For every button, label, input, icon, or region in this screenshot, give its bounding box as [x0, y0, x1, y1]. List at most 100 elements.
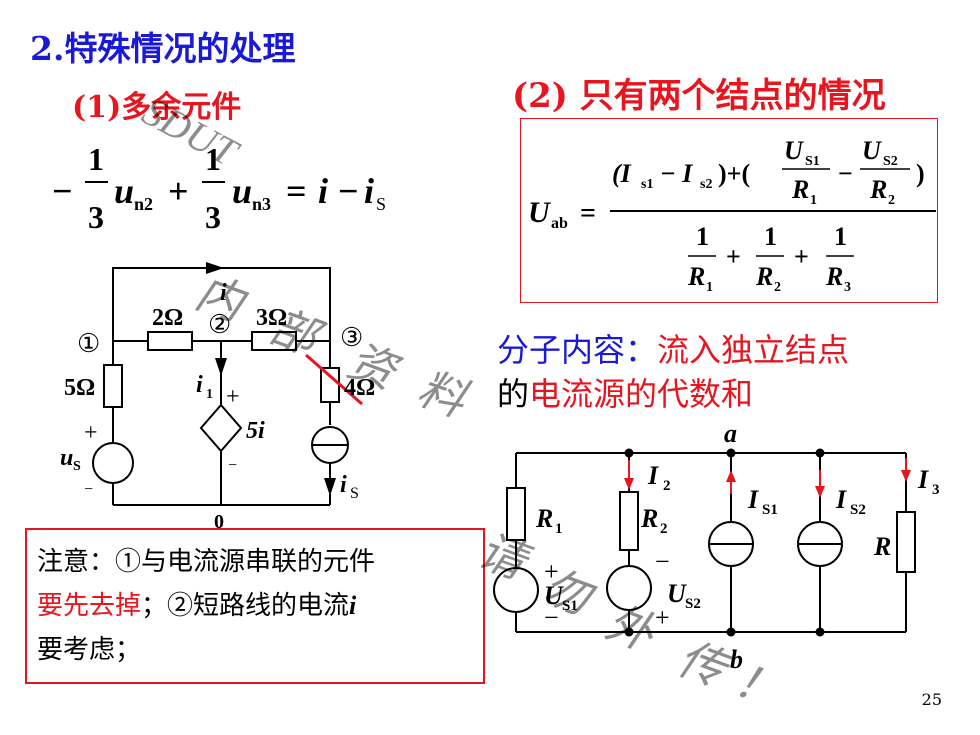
f-r2: R	[869, 175, 887, 204]
eq-minus: −	[52, 171, 73, 211]
label-i1-sub: 1	[206, 387, 213, 402]
arrow-is	[324, 478, 336, 496]
formula-box	[520, 118, 938, 303]
desc-part4: 电流源的代数和	[529, 375, 754, 413]
f-den-plus-2: +	[794, 242, 809, 271]
label-us-sub: S	[73, 459, 81, 474]
eq-u1: u	[114, 171, 134, 211]
node-a: a	[724, 419, 737, 448]
eq-equals: =	[286, 171, 307, 211]
label-IS1: I	[747, 485, 759, 514]
label-US1: U	[544, 581, 564, 610]
eq-rhs-is: i	[364, 171, 374, 211]
f-num-right: )+(	[718, 159, 750, 188]
label-I2: I	[647, 461, 659, 490]
eq-num1: 1	[88, 141, 104, 177]
resistor-4ohm	[320, 367, 340, 403]
resistor-2ohm	[147, 331, 193, 351]
formula-uab: U ab = (I s1 − I s2 )+( U S1 R 1 − U S2 …	[528, 136, 936, 295]
label-R2: R	[640, 504, 658, 533]
us1-plus: +	[544, 557, 559, 586]
f-den-plus-1: +	[726, 242, 741, 271]
us2-minus: −	[655, 547, 670, 576]
label-R3: R	[873, 532, 891, 561]
eq-rhs-minus: −	[338, 171, 359, 211]
arrow-i-top	[206, 262, 224, 274]
label-US2-sub: S2	[685, 596, 701, 612]
circuit-right	[493, 452, 916, 633]
f-us2-sub: S2	[883, 154, 898, 169]
label-i-top: i	[220, 280, 227, 306]
label-R2-sub: 2	[660, 521, 668, 537]
f-dr2-sub: 2	[774, 280, 781, 295]
slide-title: 2.特殊情况的处理	[30, 29, 296, 68]
node-2: ②	[208, 310, 231, 339]
arrow-i1	[215, 358, 227, 376]
label-is-sub: S	[350, 485, 359, 502]
label-IS2: I	[835, 485, 847, 514]
label-R1-sub: 1	[555, 521, 563, 537]
label-I2-sub: 2	[663, 478, 671, 494]
label-ground: 0	[214, 511, 224, 533]
node-1: ①	[77, 329, 100, 358]
circuit-right-dots	[624, 448, 825, 637]
label-is: i	[340, 472, 347, 498]
dependent-source	[199, 403, 243, 453]
f-uab: U	[528, 196, 551, 229]
label-us: u	[60, 445, 73, 471]
us1-minus: −	[544, 603, 559, 632]
label-i1: i	[196, 372, 203, 398]
f-close: )	[916, 159, 925, 188]
f-r1-sub: 1	[810, 193, 817, 208]
eq-u1-sub: n2	[134, 194, 153, 214]
eq-rhs-i: i	[318, 171, 328, 211]
dep-minus: −	[228, 457, 237, 474]
label-R1: R	[535, 504, 553, 533]
dep-plus: +	[226, 384, 240, 410]
label-IS1-sub: S1	[762, 502, 778, 518]
resistor-5ohm	[103, 364, 123, 408]
f-num-left: (I	[612, 159, 632, 188]
note-line2-black: ；②短路线的电流	[141, 591, 350, 621]
subtitle-two-node: (2) 只有两个结点的情况	[512, 76, 886, 116]
eq-u2: u	[232, 171, 252, 211]
node-3: ③	[340, 323, 363, 352]
f-dr3: R	[825, 262, 843, 291]
f-den-one-2: 1	[764, 222, 777, 251]
label-IS2-sub: S2	[850, 502, 866, 518]
label-2ohm: 2Ω	[152, 305, 183, 331]
f-num-s1: s1	[641, 177, 653, 192]
f-num-s2: s2	[700, 177, 712, 192]
node-b: b	[730, 645, 743, 674]
us-plus: +	[84, 420, 98, 446]
numerator-description: 分子内容：流入独立结点 的电流源的代数和	[497, 328, 967, 416]
eq-plus: +	[168, 171, 189, 211]
circuit-right-arrows	[624, 458, 911, 498]
note-line2-red: 要先去掉	[37, 591, 142, 621]
f-mid-minus: −	[838, 159, 853, 188]
label-I3: I	[917, 465, 929, 494]
eq-rhs-is-sub: S	[376, 194, 386, 214]
f-dr1-sub: 1	[706, 280, 713, 295]
note-line1: 注意：①与电流源串联的元件	[37, 547, 376, 577]
eq-den2: 3	[205, 199, 221, 235]
us2-plus: +	[655, 603, 670, 632]
f-dr1: R	[687, 262, 705, 291]
label-5ohm: 5Ω	[64, 375, 95, 401]
label-4ohm: 4Ω	[344, 375, 375, 401]
note-box: 注意：①与电流源串联的元件 要先去掉；②短路线的电流i 要考虑；	[25, 528, 485, 684]
eq-num2: 1	[205, 141, 221, 177]
note-line3: 要考虑；	[37, 635, 142, 665]
note-line2: 要先去掉；②短路线的电流i	[37, 584, 473, 628]
desc-part3: 的	[497, 375, 530, 413]
f-us2: U	[862, 136, 882, 165]
f-den-one-1: 1	[696, 222, 709, 251]
eq-den1: 3	[88, 199, 104, 235]
desc-part2: 流入独立结点	[657, 331, 850, 369]
strike-4ohm	[305, 353, 363, 406]
subtitle-redundant-element: (1)多余元件	[72, 90, 242, 125]
f-r1: R	[791, 175, 809, 204]
page-number: 25	[921, 690, 942, 709]
f-eq: =	[580, 198, 596, 229]
